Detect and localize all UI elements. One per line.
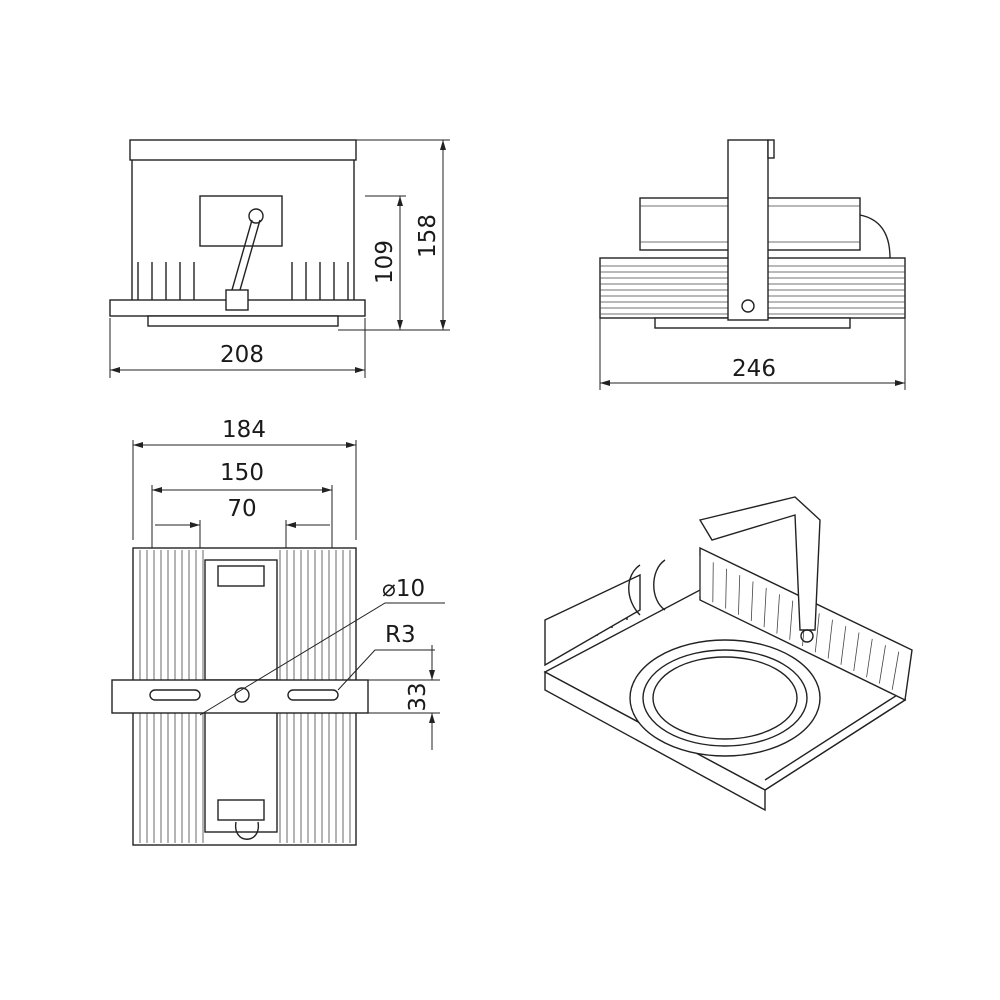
dim-70: 70 [227,496,256,522]
drawing-line [814,613,820,653]
drawing-line [789,600,794,640]
drawing-line [853,632,860,672]
bracket-bar [111,679,369,714]
lens-frame [147,315,339,327]
dim-184: 184 [222,417,266,443]
plan-view: 184 150 70 ⌀10 R3 33 [111,417,445,846]
drawing-line [827,619,833,659]
isometric-view [543,496,913,812]
front-view: 158 109 208 [109,139,450,378]
drawing-line [878,645,886,684]
drawing-line [866,638,873,678]
drawing-line [725,568,727,609]
dim-r3: R3 [385,622,416,648]
dim-33: 33 [405,682,431,711]
dim-150: 150 [220,460,264,486]
iso-lens-ring [629,639,821,757]
drawing-line [891,651,900,690]
dim-158: 158 [415,214,441,258]
driver-box [199,195,283,247]
drawing-line [840,626,847,665]
drawing-line [738,575,741,615]
dim-208: 208 [220,342,264,368]
drawing-line [763,587,767,628]
cable-gland [225,289,249,311]
dim-109: 109 [372,240,398,284]
mounting-bracket [727,139,769,321]
dim-246: 246 [732,356,776,382]
drawing-line [776,594,780,634]
dim-diameter-10: ⌀10 [382,576,425,602]
drawing-line [750,581,754,622]
mount-hole [234,687,250,703]
side-view: 246 [599,139,906,390]
